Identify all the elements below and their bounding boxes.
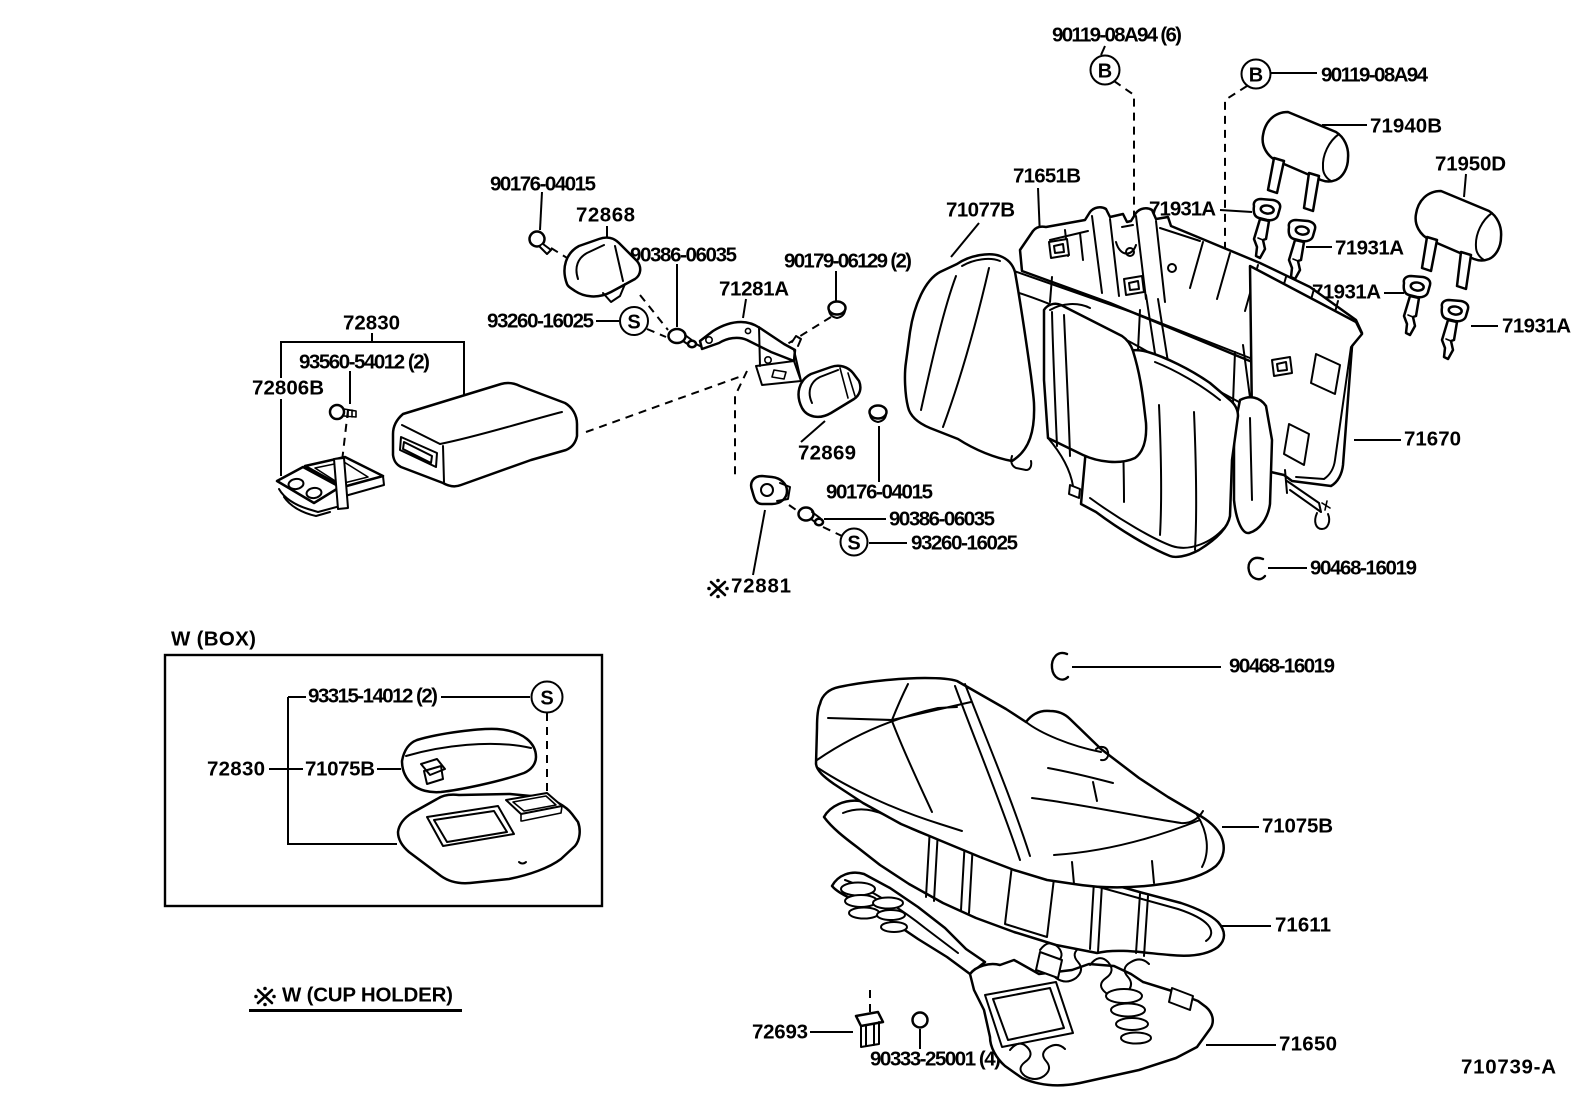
svg-text:90176-04015: 90176-04015 [826, 481, 933, 504]
svg-text:B: B [1249, 65, 1263, 87]
svg-text:71931A: 71931A [1502, 315, 1571, 338]
svg-text:71931A: 71931A [1149, 198, 1216, 221]
svg-text:72806B: 72806B [252, 377, 324, 400]
svg-text:S: S [847, 533, 860, 555]
svg-text:90333-25001 (4): 90333-25001 (4) [870, 1048, 1001, 1071]
svg-text:90119-08A94 (6): 90119-08A94 (6) [1052, 24, 1182, 47]
svg-text:72693: 72693 [752, 1021, 808, 1044]
svg-text:710739-A: 710739-A [1461, 1056, 1556, 1079]
svg-text:71075B: 71075B [1262, 815, 1333, 838]
svg-text:72830: 72830 [343, 312, 400, 335]
svg-text:93560-54012 (2): 93560-54012 (2) [299, 351, 430, 374]
svg-text:93260-16025: 93260-16025 [911, 532, 1018, 555]
svg-text:93260-16025: 93260-16025 [487, 310, 594, 333]
svg-text:S: S [540, 688, 553, 710]
svg-text:71075B: 71075B [305, 758, 375, 781]
svg-text:W (BOX): W (BOX) [171, 628, 256, 651]
svg-text:71931A: 71931A [1312, 281, 1381, 304]
svg-text:71650: 71650 [1279, 1033, 1337, 1056]
svg-text:90119-08A94: 90119-08A94 [1321, 64, 1429, 87]
svg-text:72868: 72868 [576, 204, 635, 227]
svg-text:W (CUP HOLDER): W (CUP HOLDER) [282, 984, 453, 1007]
svg-text:90468-16019: 90468-16019 [1229, 655, 1335, 678]
svg-text:72869: 72869 [798, 442, 856, 465]
svg-text:71281A: 71281A [719, 278, 789, 301]
svg-text:71611: 71611 [1275, 914, 1331, 937]
svg-text:71077B: 71077B [946, 199, 1015, 222]
svg-text:72830: 72830 [207, 758, 265, 781]
svg-text:90179-06129 (2): 90179-06129 (2) [784, 250, 912, 273]
svg-text:90468-16019: 90468-16019 [1310, 557, 1417, 580]
svg-text:S: S [627, 312, 640, 334]
svg-text:90176-04015: 90176-04015 [490, 173, 596, 196]
svg-text:71931A: 71931A [1335, 237, 1404, 260]
svg-text:71651B: 71651B [1013, 165, 1081, 188]
svg-text:71940B: 71940B [1370, 115, 1442, 138]
svg-text:90386-06035: 90386-06035 [889, 508, 995, 531]
svg-text:93315-14012 (2): 93315-14012 (2) [308, 685, 438, 708]
svg-text:90386-06035: 90386-06035 [630, 244, 737, 267]
svg-text:72881: 72881 [731, 575, 791, 598]
svg-text:71670: 71670 [1404, 428, 1461, 451]
svg-text:71950D: 71950D [1435, 153, 1506, 176]
svg-text:B: B [1098, 61, 1112, 83]
